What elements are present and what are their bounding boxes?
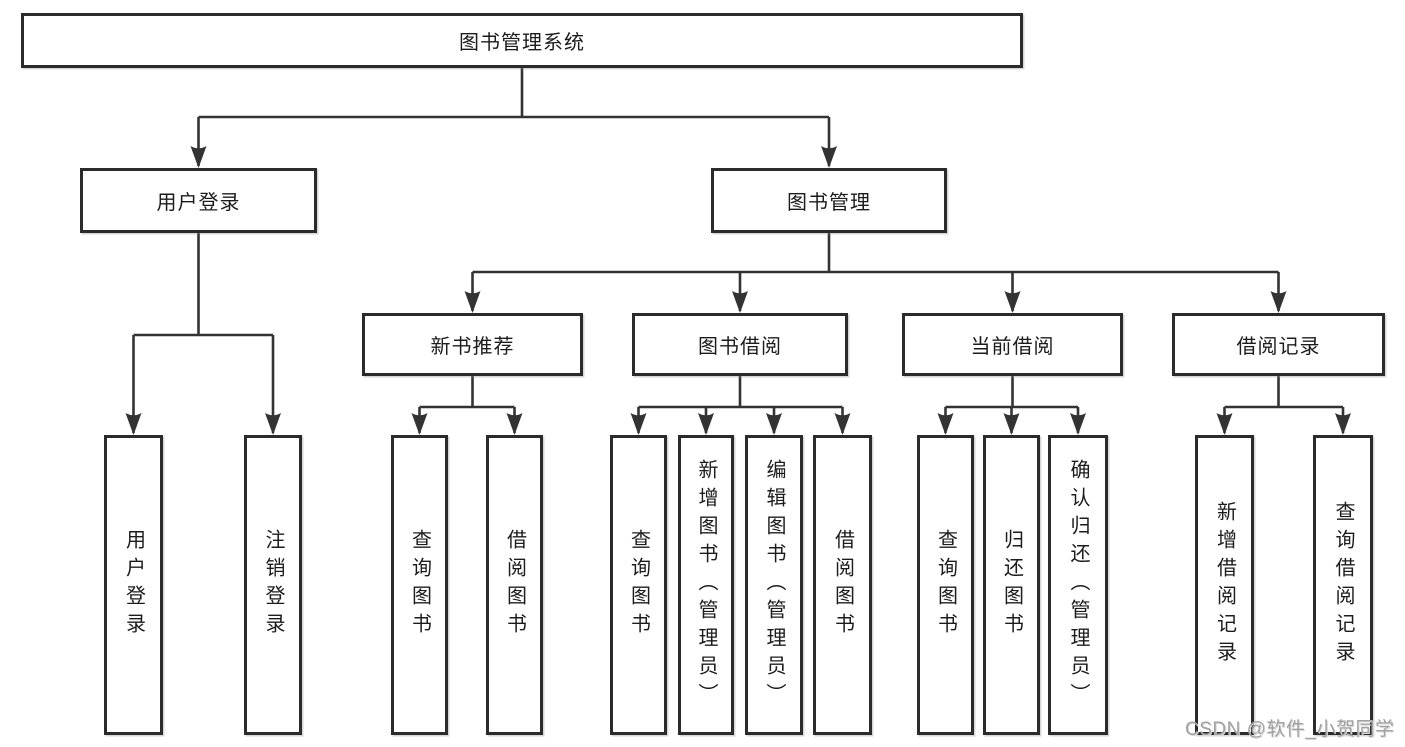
csdn-watermark: CSDN @软件_小贺同学 bbox=[1185, 719, 1395, 740]
leaf-user-login: 用户登录 bbox=[104, 435, 163, 735]
leaf-confirm-return-admin: 确认归还（管理员） bbox=[1048, 435, 1108, 735]
leaf-query-books-recommend: 查询图书 bbox=[391, 435, 448, 735]
leaf-add-borrow-record: 新增借阅记录 bbox=[1195, 435, 1254, 735]
node-user-login: 用户登录 bbox=[80, 168, 317, 233]
leaf-borrow-books-recommend: 借阅图书 bbox=[486, 435, 543, 735]
node-new-book-recommend: 新书推荐 bbox=[362, 313, 583, 376]
leaf-return-books: 归还图书 bbox=[983, 435, 1040, 735]
node-book-borrow: 图书借阅 bbox=[632, 313, 848, 376]
leaf-logout: 注销登录 bbox=[244, 435, 302, 735]
leaf-query-books-borrow: 查询图书 bbox=[610, 435, 667, 735]
leaf-query-books-current: 查询图书 bbox=[917, 435, 974, 735]
leaf-edit-books-admin: 编辑图书（管理员） bbox=[745, 435, 803, 735]
leaf-add-books-admin: 新增图书（管理员） bbox=[678, 435, 734, 735]
node-current-borrow: 当前借阅 bbox=[902, 313, 1123, 376]
node-library-management-system: 图书管理系统 bbox=[21, 13, 1023, 68]
leaf-query-borrow-record: 查询借阅记录 bbox=[1313, 435, 1373, 735]
node-book-management: 图书管理 bbox=[711, 168, 947, 233]
node-borrow-records: 借阅记录 bbox=[1172, 313, 1385, 376]
leaf-borrow-books: 借阅图书 bbox=[813, 435, 872, 735]
